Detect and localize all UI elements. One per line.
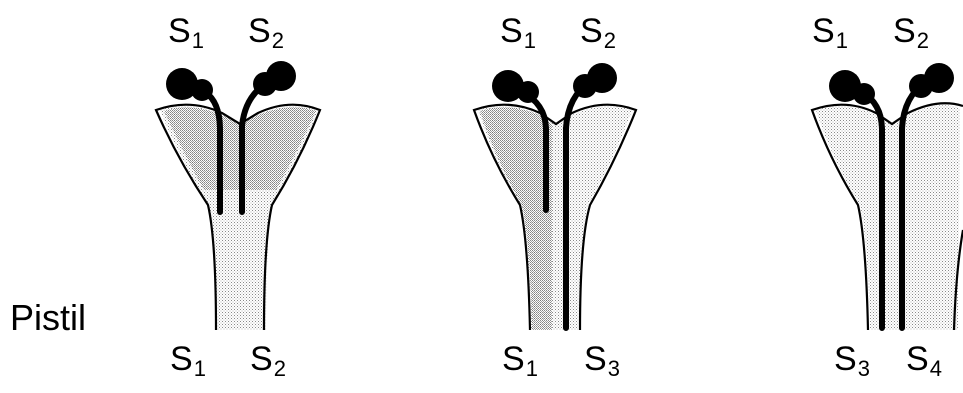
label-subscript: 3 (608, 356, 620, 381)
label-base: S (893, 12, 916, 50)
pollen-grain-3b-large (924, 63, 954, 93)
panel-1-bottom-left-label: S1 (170, 342, 206, 376)
label-subscript: 3 (858, 356, 870, 381)
pollen-grain-1a-small (191, 79, 213, 101)
label-subscript: 1 (836, 28, 848, 53)
panel-2 (474, 63, 636, 330)
label-subscript: 2 (917, 28, 929, 53)
label-subscript: 1 (192, 28, 204, 53)
label-base: S (500, 12, 523, 50)
panel-2-top-left-label: S1 (500, 14, 536, 48)
pistil-3-style-fill (816, 105, 960, 330)
label-base: S (906, 340, 929, 378)
label-subscript: 1 (526, 356, 538, 381)
panel-3-bottom-right-label: S4 (906, 342, 942, 376)
panel-1-top-left-label: S1 (168, 14, 204, 48)
panel-1-top-right-label: S2 (248, 14, 284, 48)
pistil-label: Pistil (10, 300, 86, 336)
panel-1 (156, 61, 320, 330)
panel-1-bottom-right-label: S2 (250, 342, 286, 376)
panel-3 (812, 63, 963, 330)
pollen-grain-2b-large (587, 63, 617, 93)
panel-3-top-right-label: S2 (893, 14, 929, 48)
label-subscript: 4 (930, 356, 942, 381)
label-subscript: 1 (194, 356, 206, 381)
label-base: S (584, 340, 607, 378)
label-subscript: 1 (524, 28, 536, 53)
label-subscript: 2 (272, 28, 284, 53)
panel-3-bottom-left-label: S3 (834, 342, 870, 376)
label-base: S (834, 340, 857, 378)
label-base: S (168, 12, 191, 50)
label-subscript: 2 (604, 28, 616, 53)
label-base: S (580, 12, 603, 50)
label-base: S (170, 340, 193, 378)
label-base: S (248, 12, 271, 50)
panel-3-top-left-label: S1 (812, 14, 848, 48)
label-base: S (502, 340, 525, 378)
label-base: S (250, 340, 273, 378)
label-subscript: 2 (274, 356, 286, 381)
pollen-grain-1b-large (266, 61, 296, 91)
label-base: S (812, 12, 835, 50)
panel-2-bottom-right-label: S3 (584, 342, 620, 376)
pistil-2-stigma-shade (480, 107, 552, 330)
pollen-grain-2a-small (517, 81, 539, 103)
panel-2-bottom-left-label: S1 (502, 342, 538, 376)
pollen-grain-3a-small (853, 83, 875, 105)
panel-2-top-right-label: S2 (580, 14, 616, 48)
